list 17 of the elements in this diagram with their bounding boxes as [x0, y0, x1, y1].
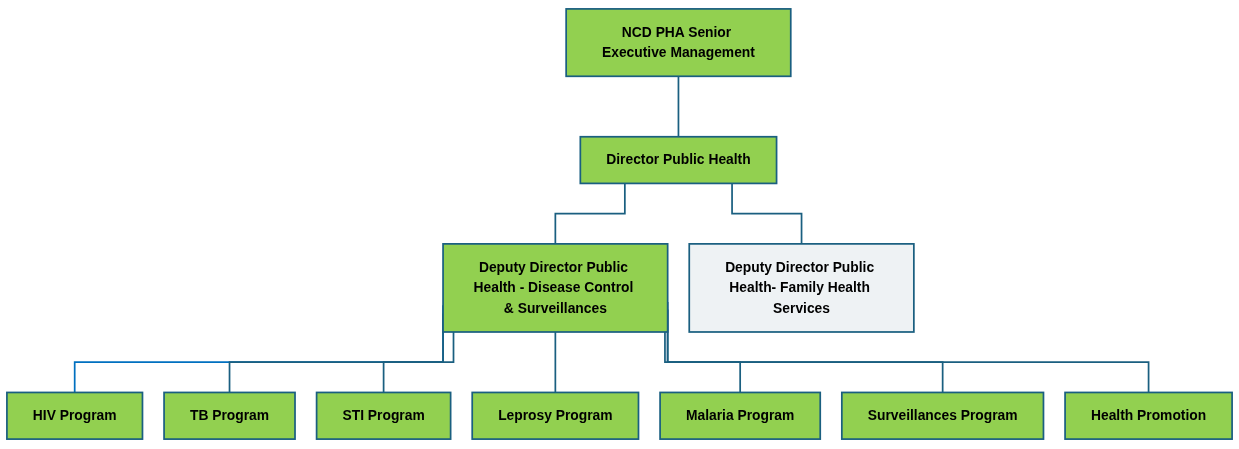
node-box: Deputy Director Public Health- Family Health Services — [688, 243, 915, 334]
connector — [664, 331, 742, 394]
node-box: Surveillances Program — [840, 392, 1045, 441]
connector — [677, 75, 680, 139]
node-box: Deputy Director Public Health - Disease Control & Surveillances — [442, 243, 669, 334]
connector — [731, 183, 803, 246]
node-box: Health Promotion — [1064, 392, 1233, 441]
connector — [382, 331, 455, 394]
node-box: HIV Program — [6, 392, 144, 441]
node-box: Director Public Health — [579, 136, 778, 185]
node-box: Leprosy Program — [471, 392, 640, 441]
node-box: NCD PHA Senior Executive Management — [565, 8, 792, 78]
node-box: STI Program — [315, 392, 452, 441]
connector — [554, 331, 557, 394]
connector — [554, 183, 626, 246]
node-box: TB Program — [163, 392, 296, 441]
node-box: Malaria Program — [659, 392, 822, 441]
